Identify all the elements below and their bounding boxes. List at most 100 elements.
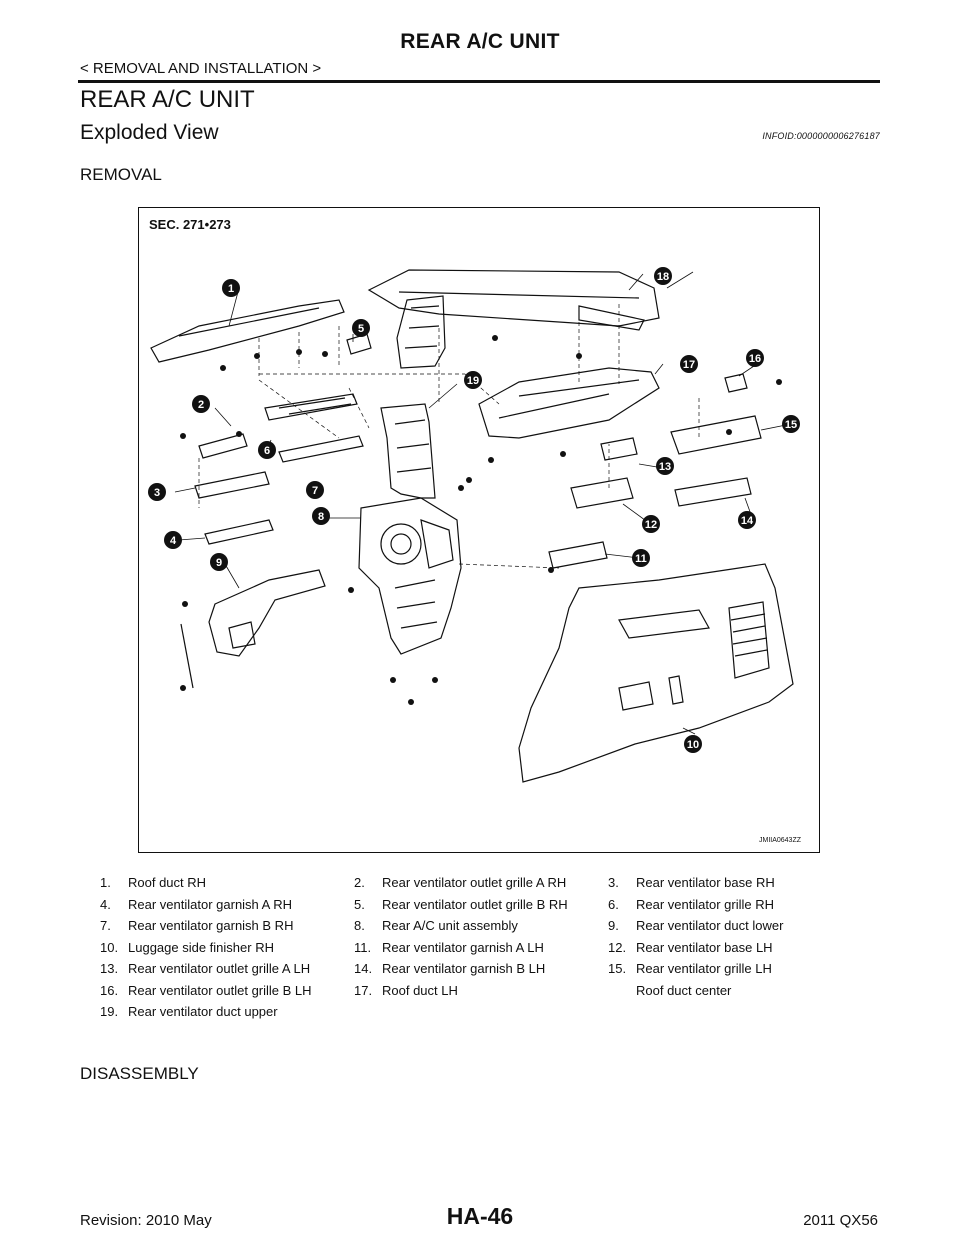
callout-badge bbox=[258, 441, 276, 459]
callout-badge bbox=[680, 355, 698, 373]
legend-item-text: Roof duct RH bbox=[128, 875, 207, 890]
roof-duct-rh bbox=[150, 299, 345, 363]
legend-item-text: Rear ventilator base LH bbox=[636, 939, 773, 955]
legend-item-text: Rear ventilator garnish B LH bbox=[382, 961, 546, 976]
callout-badge bbox=[782, 415, 800, 433]
parts-legend: 1. Roof duct RH 2. Rear ventilator outlet g… bbox=[100, 872, 840, 1023]
legend-item-number: 5. bbox=[354, 896, 365, 912]
callout-label: 12 bbox=[645, 519, 657, 531]
info-id: INFOID:0000000006276187 bbox=[762, 131, 880, 141]
legend-item: 13.Rear ventilator outlet grille A LH bbox=[100, 958, 354, 980]
legend-item-number: 9. bbox=[608, 918, 619, 933]
callout-label: 6 bbox=[264, 445, 270, 457]
luggage-finisher bbox=[518, 563, 794, 783]
callout-label: 3 bbox=[154, 487, 160, 499]
callout-badge bbox=[684, 735, 702, 753]
garnish-a-lh bbox=[548, 541, 608, 569]
legend-item: 19.Rear ventilator duct upper bbox=[100, 1001, 354, 1023]
legend-item: 6. Rear ventilator grille RH bbox=[608, 894, 840, 916]
callout-label: 10 bbox=[687, 739, 699, 751]
callout-badge bbox=[306, 481, 324, 499]
legend-item-text: Rear ventilator base RH bbox=[636, 875, 775, 890]
legend-item-text: Roof duct center bbox=[636, 982, 732, 998]
legend-item-text: Rear ventilator outlet grille A RH bbox=[382, 875, 567, 890]
footer-page-number: HA-46 bbox=[446, 1203, 514, 1229]
legend-item-text: Rear ventilator outlet grille A LH bbox=[128, 961, 311, 976]
legend-item: 14. Rear ventilator garnish B LH bbox=[354, 958, 608, 980]
legend-item: 10.Luggage side finisher RH bbox=[100, 937, 354, 959]
callout-badge bbox=[464, 371, 482, 389]
legend-item-text: Rear ventilator garnish A LH bbox=[382, 939, 544, 955]
legend-item: 9. Rear ventilator duct lower bbox=[608, 915, 840, 937]
callout-badge bbox=[632, 549, 650, 567]
legend-item-number: 7. bbox=[100, 918, 111, 933]
callout-label: 2 bbox=[198, 399, 204, 411]
legend-item-text: Rear ventilator garnish B RH bbox=[128, 918, 294, 933]
base-rh bbox=[194, 471, 270, 499]
roof-duct-lh bbox=[478, 367, 660, 439]
callout-label: 14 bbox=[741, 515, 754, 527]
footer-revision: Revision: 2010 May bbox=[80, 1212, 212, 1229]
legend-item-text: Luggage side finisher RH bbox=[128, 939, 274, 955]
garnish-a-rh bbox=[204, 519, 274, 545]
footer-model: 2011 QX56 bbox=[803, 1212, 878, 1229]
legend-item-number: 12. bbox=[608, 939, 627, 955]
callout-badge bbox=[746, 349, 764, 367]
base-lh bbox=[570, 477, 634, 509]
section-title: REAR A/C UNIT bbox=[80, 86, 255, 113]
callout-label: 15 bbox=[785, 419, 797, 431]
legend-item: 11.Rear ventilator garnish A LH bbox=[354, 937, 608, 959]
legend-item-number: 8. bbox=[354, 918, 365, 933]
callout-label: 16 bbox=[749, 353, 761, 365]
duct-upper bbox=[380, 403, 436, 499]
legend-item-text: Rear ventilator duct upper bbox=[128, 1004, 278, 1019]
callout-badge bbox=[210, 553, 228, 571]
figure-section-label: SEC. 271•273 bbox=[149, 217, 231, 232]
figure-code: JMIIA0643ZZ bbox=[758, 837, 801, 844]
callout-badge bbox=[352, 319, 370, 337]
garnish-b-lh bbox=[674, 477, 752, 507]
header-rule bbox=[78, 80, 880, 83]
outlet-grille-b-lh bbox=[724, 373, 748, 393]
breadcrumb: < REMOVAL AND INSTALLATION > bbox=[80, 60, 322, 77]
legend-item-number: 16. bbox=[100, 982, 119, 998]
legend-item-text: Rear ventilator outlet grille B LH bbox=[128, 982, 312, 998]
callout-label: 11 bbox=[635, 553, 647, 565]
callout-label: 5 bbox=[358, 323, 364, 335]
callout-badge bbox=[148, 483, 166, 501]
rear-ac-unit bbox=[358, 497, 462, 655]
exploded-view-figure: SEC. 271•273 bbox=[138, 207, 820, 853]
grille-lh bbox=[670, 415, 762, 455]
legend-item-text: Rear ventilator grille LH bbox=[636, 961, 772, 976]
legend-item: 2. Rear ventilator outlet grille A RH bbox=[354, 872, 608, 894]
garnish-b-rh bbox=[278, 435, 364, 463]
callout-label: 17 bbox=[683, 359, 695, 371]
legend-item: 8. Rear A/C unit assembly bbox=[354, 915, 608, 937]
callout-badge bbox=[192, 395, 210, 413]
legend-item-text: Rear ventilator garnish A RH bbox=[128, 896, 293, 912]
legend-item-number: 14. bbox=[354, 961, 373, 976]
callout-label: 18 bbox=[657, 271, 669, 283]
callout-label: 9 bbox=[216, 557, 222, 569]
removal-heading: REMOVAL bbox=[80, 165, 162, 184]
duct-lower bbox=[208, 569, 326, 657]
roof-duct-center bbox=[367, 269, 660, 327]
legend-item-text: Rear ventilator duct lower bbox=[636, 918, 784, 933]
callout-label: 7 bbox=[312, 485, 318, 497]
callout-label: 19 bbox=[467, 375, 479, 387]
legend-item-text: Rear A/C unit assembly bbox=[382, 918, 518, 933]
legend-item-text: Rear ventilator grille RH bbox=[636, 896, 774, 912]
disassembly-heading: DISASSEMBLY bbox=[80, 1064, 199, 1083]
page-header-title: REAR A/C UNIT bbox=[400, 30, 560, 53]
legend-item: 15. Rear ventilator grille LH bbox=[608, 958, 840, 980]
legend-item: 4.Rear ventilator garnish A RH bbox=[100, 894, 354, 916]
callout-label: 4 bbox=[170, 535, 177, 547]
legend-item-number: 1. bbox=[100, 875, 111, 890]
callout-label: 1 bbox=[228, 283, 234, 295]
legend-item: 1. Roof duct RH bbox=[100, 872, 354, 894]
callout-badge bbox=[738, 511, 756, 529]
legend-item-number: 2. bbox=[354, 875, 365, 890]
legend-item-number: 6. bbox=[608, 896, 619, 912]
legend-item-number: 15. bbox=[608, 961, 627, 976]
